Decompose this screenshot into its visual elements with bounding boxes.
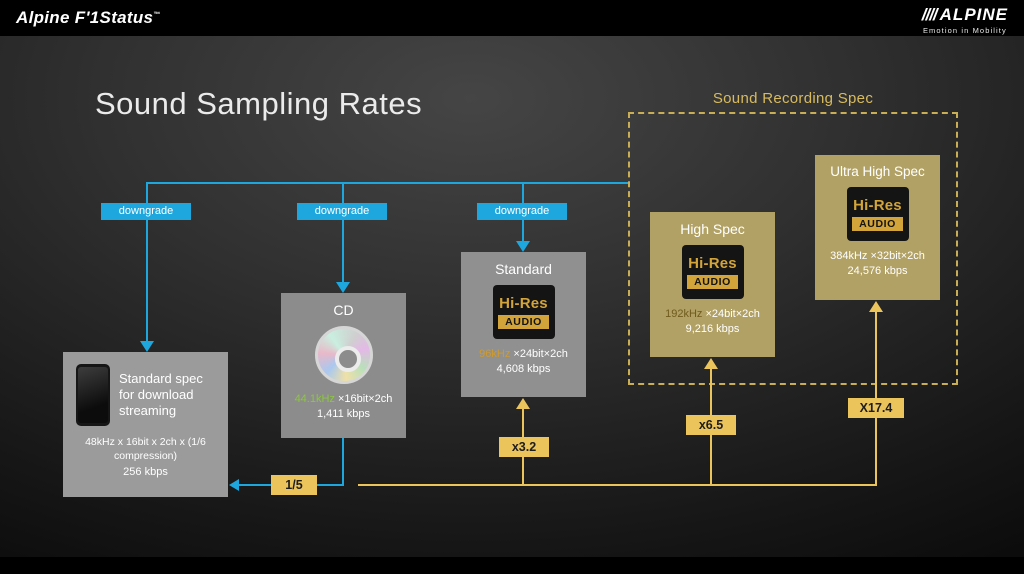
- node-cd: CD 44.1kHz ×16bit×2ch 1,411 kbps: [281, 293, 406, 438]
- download-rate: 256 kbps: [123, 466, 168, 479]
- high-rate: 9,216 kbps: [685, 323, 740, 335]
- connector-blue-horizontal: [147, 182, 628, 184]
- cd-spec: 44.1kHz ×16bit×2ch: [295, 393, 393, 405]
- hires-word: Hi-Res: [688, 255, 737, 272]
- arrow-down-to-cd-icon: [336, 282, 350, 293]
- downgrade-badge-1: downgrade: [101, 203, 191, 220]
- high-title: High Spec: [680, 221, 745, 237]
- smartphone-icon: [76, 364, 110, 426]
- high-spec: 192kHz ×24bit×2ch: [665, 308, 760, 320]
- node-high-spec: High Spec Hi-Res AUDIO 192kHz ×24bit×2ch…: [650, 212, 775, 357]
- hires-word: Hi-Res: [499, 295, 548, 312]
- multiplier-badge-standard: x3.2: [499, 437, 549, 457]
- standard-spec: 96kHz ×24bit×2ch: [479, 348, 568, 360]
- alpine-slashes-icon: ////: [921, 5, 938, 24]
- ultra-spec-rest: ×32bit×2ch: [867, 250, 925, 262]
- ultra-spec: 384kHz ×32bit×2ch: [830, 250, 925, 262]
- hires-audio-logo: Hi-Res AUDIO: [492, 285, 555, 339]
- download-spec: 48kHz x 16bit x 2ch x (1/6 compression): [85, 436, 206, 463]
- standard-spec-rest: ×24bit×2ch: [510, 348, 568, 360]
- hires-audio-logo: Hi-Res AUDIO: [846, 187, 909, 241]
- cd-spec-khz: 44.1kHz: [294, 393, 335, 405]
- connector-blue-cd-down: [342, 438, 344, 485]
- connector-blue-vertical-cd: [342, 182, 344, 282]
- alpine-f1-status-logo: Alpine F'1Status™: [16, 8, 161, 28]
- alpine-logo-row: ////ALPINE: [922, 5, 1008, 25]
- cd-rate: 1,411 kbps: [316, 408, 370, 420]
- arrow-down-to-standard-icon: [516, 241, 530, 252]
- downgrade-badge-3: downgrade: [477, 203, 567, 220]
- cd-title: CD: [333, 302, 354, 318]
- high-spec-khz: 192kHz: [665, 308, 703, 320]
- node-ultra-high-spec: Ultra High Spec Hi-Res AUDIO 384kHz ×32b…: [815, 155, 940, 300]
- connector-blue-vertical-download: [146, 182, 148, 341]
- multiplier-badge-ultra: X17.4: [848, 398, 904, 418]
- hires-audio-word: AUDIO: [498, 315, 549, 329]
- cd-disc-icon: [314, 326, 373, 384]
- ultra-title: Ultra High Spec: [830, 164, 925, 179]
- fraction-badge: 1/5: [271, 475, 317, 495]
- high-spec-rest: ×24bit×2ch: [702, 308, 760, 320]
- alpine-tagline: Emotion in Mobility: [922, 26, 1007, 35]
- arrow-up-to-high-icon: [704, 358, 718, 369]
- arrow-up-to-ultra-icon: [869, 301, 883, 312]
- alpine-logo: ////ALPINE Emotion in Mobility: [922, 5, 1008, 35]
- alpine-f1-status-text: Alpine F'1Status: [16, 8, 154, 27]
- connector-gold-horizontal: [358, 484, 877, 486]
- recording-spec-dashed-box: [628, 112, 958, 385]
- download-label: Standard spec for download streaming: [119, 370, 203, 419]
- ultra-rate: 24,576 kbps: [847, 265, 908, 277]
- recording-spec-label: Sound Recording Spec: [712, 90, 874, 107]
- standard-spec-khz: 96kHz: [479, 348, 511, 360]
- hires-word: Hi-Res: [853, 197, 902, 214]
- top-bar: [0, 0, 1024, 36]
- alpine-logo-text: ALPINE: [939, 5, 1008, 24]
- hires-audio-logo: Hi-Res AUDIO: [681, 245, 744, 299]
- cd-spec-rest: ×16bit×2ch: [334, 393, 393, 405]
- trademark-mark: ™: [153, 11, 161, 19]
- node-standard: Standard Hi-Res AUDIO 96kHz ×24bit×2ch 4…: [461, 252, 586, 397]
- hires-audio-word: AUDIO: [852, 217, 903, 231]
- standard-rate: 4,608 kbps: [496, 363, 551, 375]
- arrow-left-to-download-icon: [229, 479, 239, 491]
- page-title: Sound Sampling Rates: [95, 86, 423, 121]
- arrow-down-to-download-icon: [140, 341, 154, 352]
- download-top-row: Standard spec for download streaming: [63, 352, 228, 426]
- multiplier-badge-high: x6.5: [686, 415, 736, 435]
- hires-audio-word: AUDIO: [687, 275, 738, 289]
- standard-title: Standard: [495, 261, 552, 277]
- ultra-spec-khz: 384kHz: [830, 250, 868, 262]
- arrow-up-to-standard-icon: [516, 398, 530, 409]
- downgrade-badge-2: downgrade: [297, 203, 387, 220]
- node-download-streaming: Standard spec for download streaming 48k…: [63, 352, 228, 497]
- bottom-bar: [0, 557, 1024, 574]
